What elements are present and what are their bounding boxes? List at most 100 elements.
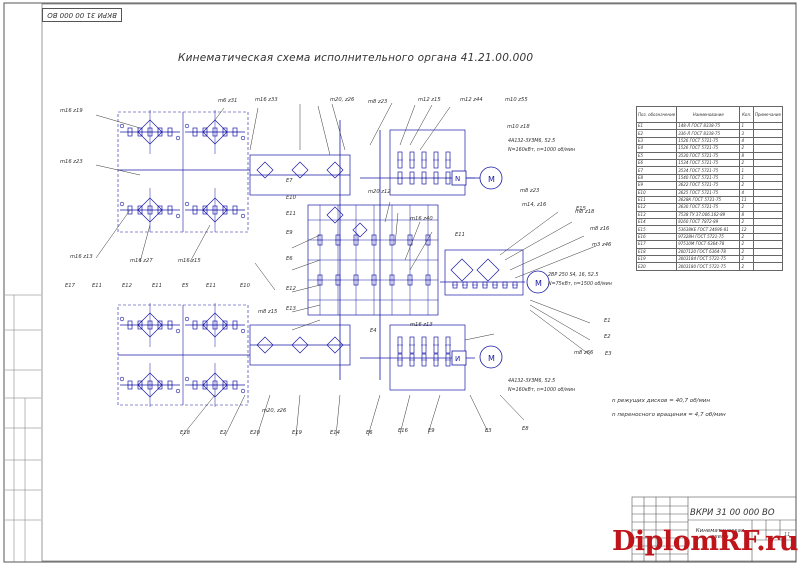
spec-note bbox=[752, 136, 784, 146]
spec-qty: 1 bbox=[739, 121, 754, 131]
element-label: Е4 bbox=[370, 328, 377, 334]
bearing bbox=[184, 123, 190, 129]
planetary-gear bbox=[476, 258, 500, 282]
bearing bbox=[175, 135, 181, 141]
spec-pos: Е9 bbox=[635, 181, 678, 190]
central-gear bbox=[326, 206, 344, 224]
gear-label: m20, z26 bbox=[262, 408, 287, 414]
leader-line bbox=[224, 394, 246, 437]
leader-line bbox=[317, 105, 331, 156]
spec-qty: 2 bbox=[739, 144, 754, 153]
spec-name: 1540 ГОСТ 5721-75 bbox=[676, 173, 741, 183]
leader-line bbox=[291, 234, 321, 249]
element-label: Е13 bbox=[286, 306, 296, 312]
gear-label: m10 z55 bbox=[505, 97, 528, 103]
spec-name: 8160 ГОСТ 7872-89 bbox=[676, 218, 741, 227]
element-label: Е11 bbox=[455, 232, 465, 238]
bearing bbox=[184, 376, 190, 382]
spec-qty: 2 bbox=[739, 247, 754, 257]
element-label: Е3 bbox=[605, 351, 612, 357]
spec-header-pos: Поз. обозначение bbox=[635, 106, 678, 123]
spec-pos: Е16 bbox=[635, 232, 678, 242]
bearing bbox=[119, 316, 125, 322]
spec-name: 3003180 ГОСТ 5721-75 bbox=[676, 262, 741, 271]
element-label: Е15 bbox=[576, 206, 587, 212]
spec-pos: Е11 bbox=[635, 195, 678, 205]
leader-line bbox=[399, 394, 411, 435]
brand-watermark: DiplomRF.ru bbox=[612, 526, 799, 557]
spec-name: 3530 ГОСТ 5721-75 bbox=[676, 151, 741, 160]
spec-note bbox=[752, 203, 784, 212]
spec-name: 1534 ГОСТ 5721-75 bbox=[676, 158, 741, 168]
spec-qty: 12 bbox=[739, 225, 754, 234]
gear-label: m14, z16 bbox=[522, 202, 547, 208]
spec-qty: 2 bbox=[739, 203, 754, 212]
bearing bbox=[175, 388, 181, 394]
spec-name: 3534 ГОСТ 5721-75 bbox=[676, 166, 741, 175]
spec-qty: 2 bbox=[739, 158, 754, 168]
gear-label: m10 z18 bbox=[507, 124, 530, 130]
leader-line bbox=[409, 231, 433, 271]
spec-pos: Е7 bbox=[635, 166, 678, 175]
spec-qty: 8 bbox=[739, 210, 754, 220]
spec-note bbox=[752, 166, 784, 175]
gear-label: m16 z33 bbox=[255, 97, 278, 103]
spec-qty: 8 bbox=[739, 151, 754, 160]
leader-line bbox=[249, 107, 259, 151]
element-label: Е5 bbox=[182, 283, 189, 289]
leader-line bbox=[529, 304, 591, 341]
spec-note bbox=[752, 195, 784, 205]
element-label: Е9 bbox=[286, 230, 293, 236]
spec-qty: 2 bbox=[739, 218, 754, 227]
leader-line bbox=[399, 104, 416, 146]
element-label: Е10 bbox=[286, 195, 297, 201]
element-label: Е14 bbox=[330, 430, 340, 436]
planetary-gear bbox=[450, 258, 474, 282]
bottom-coupling bbox=[451, 350, 467, 366]
element-label: Е3 bbox=[485, 428, 492, 434]
leader-line bbox=[529, 309, 591, 356]
spec-pos: Е8 bbox=[635, 173, 678, 183]
gear-label: m16 z40 bbox=[410, 216, 433, 222]
leader-line bbox=[367, 394, 381, 437]
leader-line bbox=[291, 259, 321, 271]
gear-label: m16 z13 bbox=[70, 254, 93, 260]
element-label: Е10 bbox=[240, 283, 251, 289]
diagram-title: Кинематическая схема исполнительного орг… bbox=[178, 52, 534, 64]
element-label: Е2 bbox=[220, 430, 227, 436]
spec-qty: 2 bbox=[739, 262, 754, 271]
element-label: Е6 bbox=[286, 256, 293, 262]
spec-name: 97510М ГОСТ 6364-78 bbox=[676, 240, 741, 249]
spec-name: 3630 ГОСТ 5721-75 bbox=[676, 203, 741, 212]
leader-line bbox=[384, 201, 391, 223]
spec-qty: 4 bbox=[739, 136, 754, 146]
leader-line bbox=[95, 209, 131, 259]
document-stamp: ВКРИ 31 00 000 ВО bbox=[42, 8, 122, 22]
right-motor-symbol: М bbox=[535, 279, 542, 288]
leader-line bbox=[139, 224, 151, 263]
spec-qty: 4 bbox=[739, 188, 754, 197]
spec-name: 97328Н ГОСТ 5721-75 bbox=[676, 232, 741, 242]
gear-label: m8 z23 bbox=[520, 188, 539, 194]
gear-label: m16 z15 bbox=[178, 258, 201, 264]
spec-qty: 2 bbox=[739, 255, 754, 264]
motor-spec: 2ВР 250 S4, 16, 52.5 bbox=[548, 272, 598, 278]
spec-pos: Е13 bbox=[635, 210, 678, 220]
spec-header-name: Наименование bbox=[676, 106, 741, 123]
spec-qty: 11 bbox=[739, 195, 754, 205]
bearing bbox=[184, 316, 190, 322]
spec-pos: Е14 bbox=[635, 218, 678, 227]
element-label: Е16 bbox=[398, 428, 409, 434]
spec-qty: 3 bbox=[739, 129, 754, 138]
